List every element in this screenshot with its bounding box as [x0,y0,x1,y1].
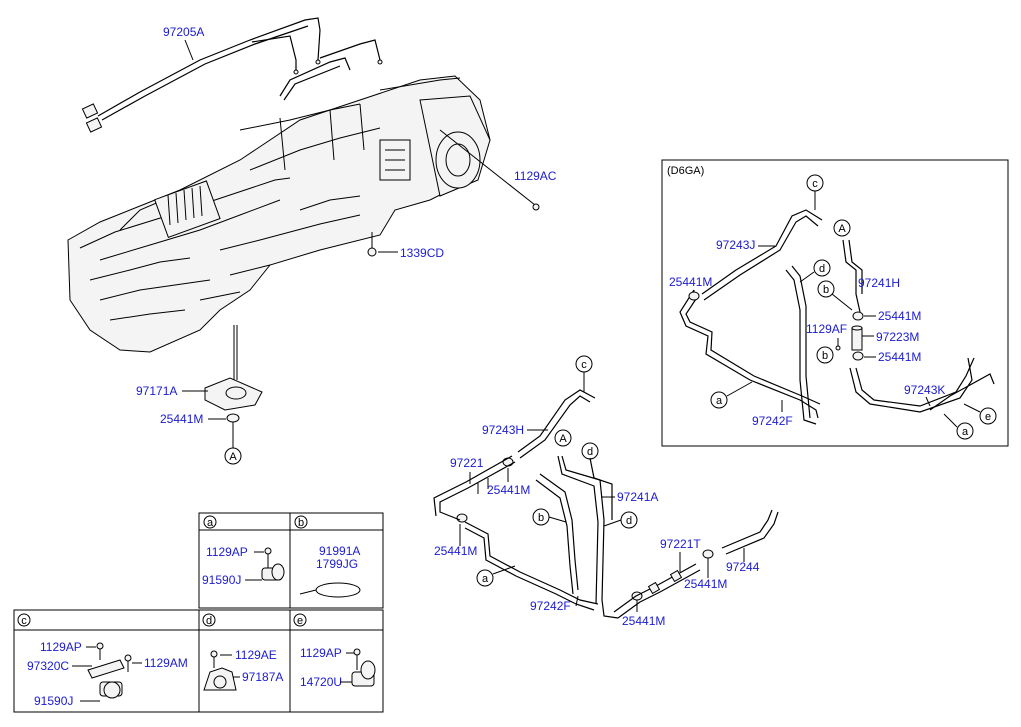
label-25441M-inset-3: 25441M [878,350,921,364]
callout-a-inset-1: a [716,395,723,407]
label-25441M: 25441M [160,412,203,426]
label-97205A: 97205A [163,25,204,39]
callout-e-inset: e [985,411,991,423]
lower-pipe-assembly [433,389,779,619]
legend-d-label-1: 1129AE [235,648,277,662]
drain-part-97171A [204,377,263,448]
label-1129AC: 1129AC [514,169,557,183]
label-25441M-lower-4: 25441M [622,614,665,628]
label-97221: 97221 [450,456,484,470]
inset-d6ga: (D6GA) c 97243J A d 9724 [661,159,1009,447]
callout-b-inset-2: b [822,350,828,362]
legend-e-label-1: 1129AP [300,646,342,660]
legend-key-e: e [297,615,303,627]
legend-b-label-1: 91991A [319,544,360,558]
label-97243J: 97243J [716,238,755,252]
label-25441M-inset-2: 25441M [878,309,921,323]
label-97243K: 97243K [904,383,945,397]
label-25441M-inset-1: 25441M [669,275,712,289]
callout-a-inset-2: a [962,426,969,438]
lower-labels: c 97243H 97221 25441M A d 97241A b d 254… [434,355,760,628]
legend-key-c: c [21,615,27,627]
callout-d-lower-2: d [626,515,632,527]
callout-b-lower: b [538,512,544,524]
callout-b-inset-1: b [823,284,829,296]
label-97171A: 97171A [136,384,177,398]
callout-circle [224,447,242,465]
legend-d-label-2: 97187A [242,670,283,684]
callout-d-lower-1: d [587,446,593,458]
inset-title: (D6GA) [667,165,704,177]
main-labels: 97205A 1129AC 1339CD 97171A 25441M A [136,25,557,465]
legend-c-label-1: 1129AP [40,640,82,654]
legend-a-label-2: 91590J [202,573,241,587]
label-25441M-lower-2: 25441M [434,544,477,558]
label-97241H: 97241H [858,276,900,290]
callout-A: A [229,451,237,463]
legend-c-label-3: 1129AM [144,656,188,670]
label-1339CD: 1339CD [400,246,444,260]
legend-key-d: d [206,615,212,627]
legend-b-label-2: 1799JG [316,557,358,571]
label-1129AF: 1129AF [806,322,847,336]
legend-e-label-2: 14720U [300,675,342,689]
legend-table: a b c d e 1129AP 91590J 91991A 1799JG 11… [13,512,384,713]
wiring-harness [81,17,383,133]
label-97243H: 97243H [482,423,524,437]
callout-d-inset: d [819,263,825,275]
legend-c-label-4: 91590J [34,694,73,708]
legend-key-b: b [298,517,304,529]
label-97244: 97244 [726,560,760,574]
nut-1339CD [367,232,377,257]
label-25441M-lower-3: 25441M [684,577,727,591]
callout-A-lower: A [559,433,567,445]
legend-key-a: a [207,517,214,529]
callout-A-inset: A [838,223,846,235]
hvac-unit [67,75,491,380]
label-25441M-lower-1: 25441M [487,483,530,497]
label-97242F-lower: 97242F [530,599,571,613]
label-97241A: 97241A [617,490,658,504]
legend-a-label-1: 1129AP [206,545,248,559]
label-97221T: 97221T [660,537,701,551]
callout-c-inset: c [812,178,818,190]
label-97223M: 97223M [876,330,919,344]
label-97242F-inset: 97242F [752,414,793,428]
callout-a-lower: a [482,573,489,585]
screw-1129AC [439,129,540,211]
legend-c-label-2: 97320C [27,659,69,673]
callout-c-lower: c [581,359,587,371]
